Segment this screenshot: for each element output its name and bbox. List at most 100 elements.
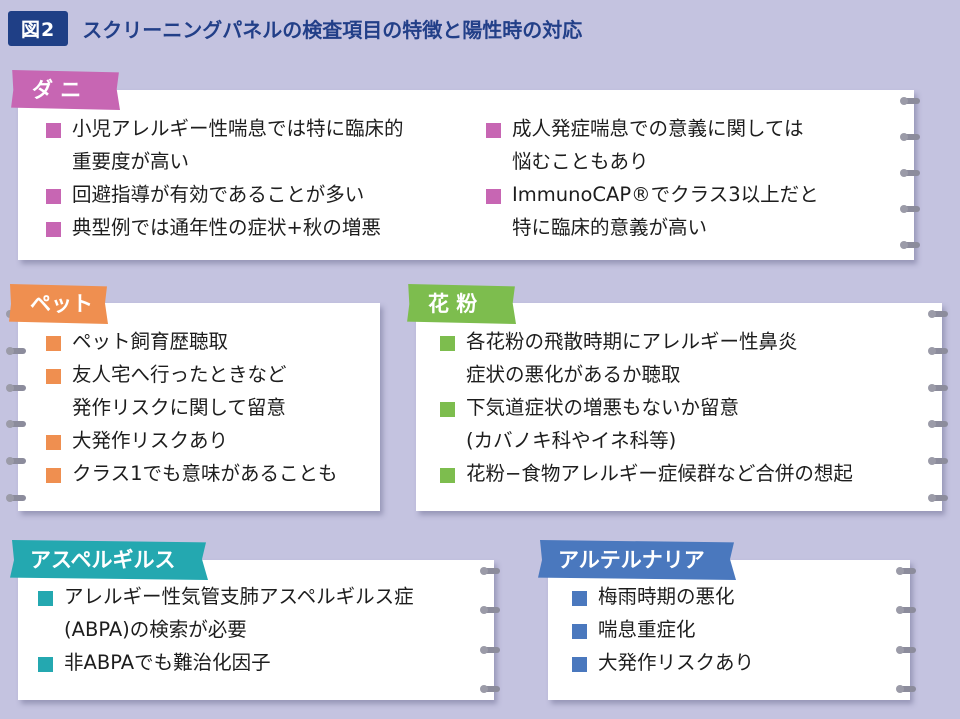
ring-icon — [928, 457, 948, 466]
ring-icon — [900, 169, 920, 177]
list-item: ペット飼育歴聴取 — [44, 325, 338, 358]
tag-alternaria: アルテルナリア — [538, 540, 736, 580]
item-text: 特に臨床的意義が高い — [512, 216, 708, 239]
item-text: (ABPA)の検索が必要 — [64, 618, 247, 641]
item-text: 友人宅へ行ったときなど — [72, 363, 287, 386]
bullet-square-icon — [46, 123, 61, 138]
card-pet: ペット飼育歴聴取友人宅へ行ったときなど発作リスクに関して留意大発作リスクありクラ… — [6, 303, 380, 511]
list-item: 非ABPAでも難治化因子 — [36, 646, 414, 679]
item-text: 成人発症喘息での意義に関しては — [512, 117, 804, 140]
list-item: 喘息重症化 — [570, 613, 754, 646]
item-text: (カバノキ科やイネ科等) — [466, 429, 677, 452]
card-aspergillus: アレルギー性気管支肺アスペルギルス症 (ABPA)の検索が必要非ABPAでも難治化… — [18, 560, 500, 700]
ring-icon — [6, 494, 26, 502]
list-item: 成人発症喘息での意義に関しては悩むこともあり — [484, 112, 819, 178]
card-kafun: 各花粉の飛散時期にアレルギー性鼻炎症状の悪化があるか聴取下気道症状の増悪もないか… — [416, 303, 948, 511]
ring-icon — [900, 97, 920, 105]
item-text: 花粉−食物アレルギー症候群など合併の想起 — [466, 462, 853, 485]
binder-rings — [900, 97, 922, 249]
card-dani: 小児アレルギー性喘息では特に臨床的重要度が高い回避指導が有効であることが多い典型… — [18, 90, 920, 260]
item-text: 小児アレルギー性喘息では特に臨床的 — [72, 117, 404, 140]
kafun-list: 各花粉の飛散時期にアレルギー性鼻炎症状の悪化があるか聴取下気道症状の増悪もないか… — [438, 325, 853, 490]
ring-icon — [6, 383, 26, 392]
ring-icon — [6, 457, 26, 466]
bullet-square-icon — [572, 657, 587, 672]
bullet-square-icon — [46, 336, 61, 351]
pet-list: ペット飼育歴聴取友人宅へ行ったときなど発作リスクに関して留意大発作リスクありクラ… — [44, 325, 338, 490]
bullet-square-icon — [46, 435, 61, 450]
item-text: アレルギー性気管支肺アスペルギルス症 — [64, 585, 414, 608]
card-alternaria: 梅雨時期の悪化喘息重症化大発作リスクあり — [548, 560, 916, 700]
ring-icon — [6, 346, 26, 355]
bullet-square-icon — [46, 369, 61, 384]
dani-left-list: 小児アレルギー性喘息では特に臨床的重要度が高い回避指導が有効であることが多い典型… — [44, 112, 404, 244]
bullet-square-icon — [46, 189, 61, 204]
bullet-square-icon — [486, 189, 501, 204]
item-text: 下気道症状の増悪もないか留意 — [466, 396, 740, 419]
bullet-square-icon — [486, 123, 501, 138]
tag-kafun: 花 粉 — [407, 284, 516, 324]
figure-label: 図2 — [8, 10, 69, 46]
item-text: 悩むこともあり — [512, 150, 649, 173]
bullet-square-icon — [572, 624, 587, 639]
figure-header: 図2 スクリーニングパネルの検査項目の特徴と陽性時の対応 — [8, 10, 582, 46]
ring-icon — [6, 420, 26, 429]
list-item: クラス1でも意味があることも — [44, 457, 338, 490]
list-item: 梅雨時期の悪化 — [570, 580, 754, 613]
item-text: ImmunoCAP®でクラス3以上だと — [512, 183, 819, 206]
ring-icon — [480, 685, 500, 693]
ring-icon — [900, 133, 920, 141]
ring-icon — [928, 310, 948, 318]
item-text: 症状の悪化があるか聴取 — [466, 363, 681, 386]
alternaria-list: 梅雨時期の悪化喘息重症化大発作リスクあり — [570, 580, 754, 679]
tag-pet: ペット — [9, 284, 108, 324]
ring-icon — [896, 606, 916, 615]
tag-dani: ダ ニ — [11, 70, 120, 110]
ring-icon — [480, 567, 500, 575]
ring-icon — [480, 645, 500, 654]
figure-title: スクリーニングパネルの検査項目の特徴と陽性時の対応 — [82, 17, 583, 42]
list-item: アレルギー性気管支肺アスペルギルス症 (ABPA)の検索が必要 — [36, 580, 414, 646]
bullet-square-icon — [46, 222, 61, 237]
bullet-square-icon — [38, 657, 53, 672]
bullet-square-icon — [440, 468, 455, 483]
item-text: ペット飼育歴聴取 — [72, 330, 229, 353]
item-text: 典型例では通年性の症状+秋の増悪 — [72, 216, 381, 239]
ring-icon — [928, 383, 948, 392]
item-text: 各花粉の飛散時期にアレルギー性鼻炎 — [466, 330, 798, 353]
binder-rings — [6, 310, 28, 502]
list-item: 下気道症状の増悪もないか留意 (カバノキ科やイネ科等) — [438, 391, 853, 457]
ring-icon — [480, 606, 500, 615]
bullet-square-icon — [38, 591, 53, 606]
list-item: 回避指導が有効であることが多い — [44, 178, 404, 211]
list-item: 小児アレルギー性喘息では特に臨床的重要度が高い — [44, 112, 404, 178]
ring-icon — [900, 205, 920, 213]
bullet-square-icon — [440, 402, 455, 417]
ring-icon — [896, 645, 916, 654]
item-text: クラス1でも意味があることも — [72, 462, 338, 485]
ring-icon — [928, 420, 948, 429]
binder-rings — [480, 567, 502, 693]
list-item: 友人宅へ行ったときなど発作リスクに関して留意 — [44, 358, 338, 424]
list-item: 典型例では通年性の症状+秋の増悪 — [44, 211, 404, 244]
binder-rings — [896, 567, 918, 693]
ring-icon — [928, 494, 948, 502]
ring-icon — [896, 567, 916, 575]
item-text: 喘息重症化 — [598, 618, 696, 641]
bullet-square-icon — [46, 468, 61, 483]
bullet-square-icon — [572, 591, 587, 606]
binder-rings — [928, 310, 950, 502]
list-item: 大発作リスクあり — [44, 424, 338, 457]
list-item: 大発作リスクあり — [570, 646, 754, 679]
item-text: 大発作リスクあり — [72, 429, 229, 452]
item-text: 発作リスクに関して留意 — [72, 396, 286, 419]
tag-aspergillus: アスペルギルス — [10, 540, 208, 580]
item-text: 梅雨時期の悪化 — [598, 585, 735, 608]
ring-icon — [928, 346, 948, 355]
item-text: 非ABPAでも難治化因子 — [64, 651, 271, 674]
item-text: 重要度が高い — [72, 150, 190, 173]
list-item: 花粉−食物アレルギー症候群など合併の想起 — [438, 457, 853, 490]
list-item: 各花粉の飛散時期にアレルギー性鼻炎症状の悪化があるか聴取 — [438, 325, 853, 391]
list-item: ImmunoCAP®でクラス3以上だと特に臨床的意義が高い — [484, 178, 819, 244]
ring-icon — [900, 241, 920, 249]
